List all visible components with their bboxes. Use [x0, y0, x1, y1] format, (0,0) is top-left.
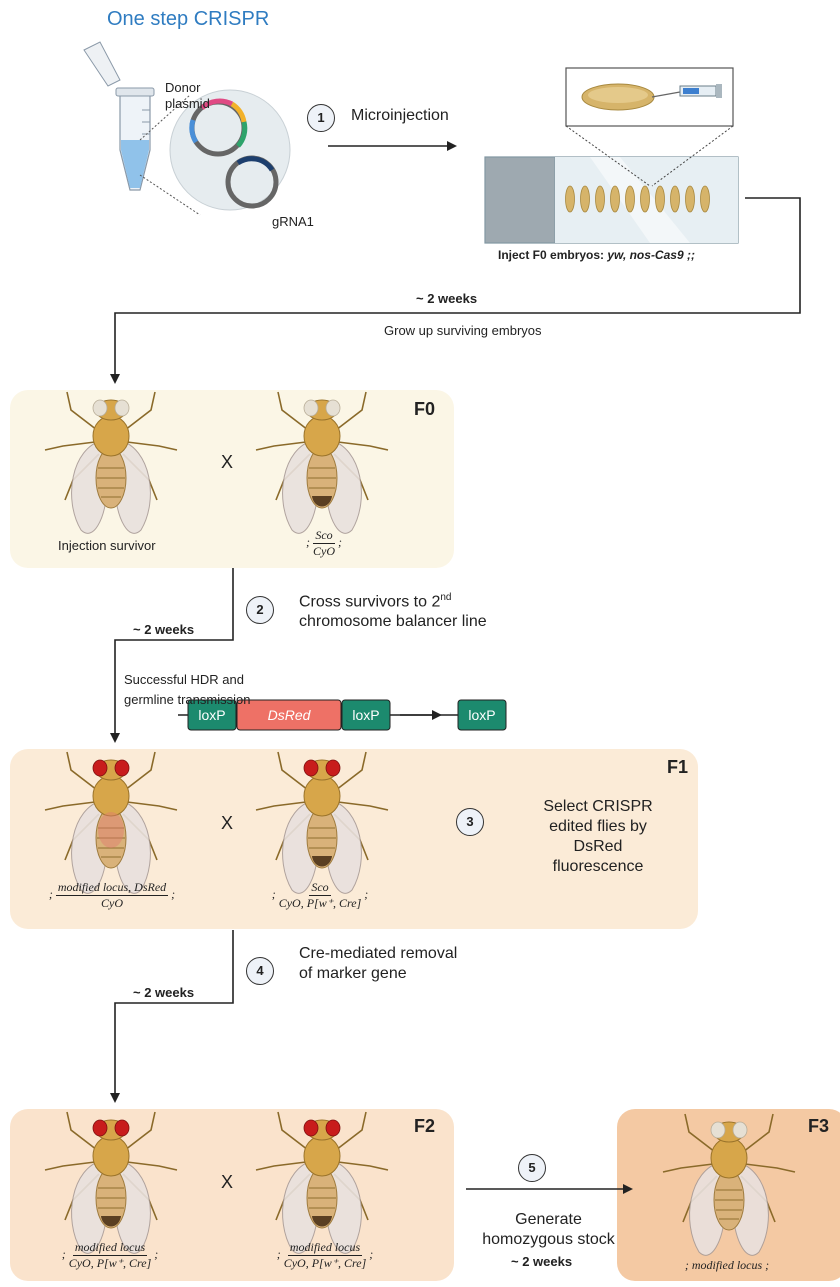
step-3-marker: 3 [456, 808, 484, 836]
donor-plasmid-label: Donor plasmid [165, 80, 210, 112]
donor-label-line2: plasmid [165, 96, 210, 111]
plasmid-circle-icon [169, 89, 291, 211]
step-3-text-line3: DsRed fluorescence [552, 838, 644, 875]
step-2-sup: nd [440, 592, 452, 603]
step-3-text: Select CRISPR edited flies by DsRed fluo… [528, 797, 668, 877]
f1-right-numerator: Sco [309, 880, 331, 896]
f1-left-denominator: CyO [100, 896, 123, 910]
f0-label: F0 [414, 399, 436, 419]
step-2-text-line2: chromosome balancer line [299, 613, 487, 631]
f2-cross-x: X [221, 1172, 234, 1192]
step-2-marker: 2 [246, 596, 274, 624]
fly-f0-left-icon [44, 391, 178, 535]
diagram-title: One step CRISPR [107, 8, 270, 30]
f2-right-genotype: ; modified locus CyO, P[w⁺, Cre] ; [265, 1240, 385, 1271]
step-1-marker: 1 [307, 104, 335, 132]
f0-cross-x: X [221, 452, 234, 472]
f2-left-genotype: ; modified locus CyO, P[w⁺, Cre] ; [30, 1240, 190, 1271]
step-2-text-line1: Cross survivors to 2 [299, 593, 441, 611]
injection-slide-icon [484, 156, 739, 244]
fly-f1-right-icon [255, 751, 389, 895]
f0-right-genotype: ; Sco CyO ; [279, 528, 369, 559]
inject-caption-prefix: Inject F0 embryos: [498, 248, 608, 262]
step-3-text-line2: edited flies by [549, 818, 647, 835]
fly-f2-left-icon [44, 1111, 178, 1255]
f0-f1-weeks-label: ~ 2 weeks [133, 622, 195, 637]
loxp-label-3: loxP [468, 707, 495, 723]
step-4-text: Cre-mediated removal of marker gene [299, 944, 457, 984]
hdr-note-line1: Successful HDR and [124, 672, 244, 687]
step-4-text-line1: Cre-mediated removal [299, 945, 458, 962]
f2-right-numerator: modified locus [287, 1240, 363, 1256]
f1-left-sep-b: ; [171, 887, 176, 901]
f2-f3-weeks-label: ~ 2 weeks [511, 1254, 573, 1269]
f3-label: F3 [808, 1116, 830, 1136]
f0-left-caption: Injection survivor [58, 538, 156, 553]
inject-caption-genotype: yw, nos-Cas9 ;; [607, 248, 695, 262]
f2-label: F2 [414, 1116, 436, 1136]
f1-label: F1 [667, 757, 689, 777]
f2-right-sep-b: ; [369, 1247, 374, 1261]
f1-right-sep-a: ; [271, 887, 276, 901]
f0-right-denominator: CyO [313, 544, 335, 558]
f3-caption: ; modified locus ; [684, 1258, 770, 1272]
f0-right-pre: ; [306, 535, 310, 549]
f2-right-sep-a: ; [276, 1247, 281, 1261]
fly-f0-right-icon [255, 391, 389, 535]
step-2-text: Cross survivors to 2nd chromosome balanc… [299, 588, 487, 632]
microcentrifuge-tube-icon [83, 41, 155, 191]
inject-caption: Inject F0 embryos: yw, nos-Cas9 ;; [498, 248, 695, 262]
hdr-note-line2: germline transmission [124, 692, 251, 707]
f2-left-denominator: CyO, P[w⁺, Cre] [68, 1256, 152, 1270]
f0-right-numerator: Sco [313, 528, 335, 544]
hdr-note: Successful HDR and germline transmission [124, 670, 250, 710]
f1-left-numerator: modified locus, DsRed [55, 880, 169, 896]
f2-left-sep-a: ; [61, 1247, 66, 1261]
f1-right-denominator: CyO, P[w⁺, Cre] [278, 896, 362, 910]
fly-f1-left-icon [44, 751, 178, 895]
grow-text: Grow up surviving embryos [384, 323, 542, 338]
donor-label-line1: Donor [165, 80, 201, 95]
step-5-text-line2: homozygous stock [482, 1231, 615, 1248]
step-1-text: Microinjection [351, 107, 449, 124]
f1-cross-x: X [221, 813, 234, 833]
loxp-label-2: loxP [352, 707, 379, 723]
f1-f2-weeks-label: ~ 2 weeks [133, 985, 195, 1000]
step-5-text: Generate homozygous stock [466, 1210, 631, 1250]
loxp-label-1: loxP [198, 707, 225, 723]
top-weeks-label: ~ 2 weeks [416, 291, 478, 306]
step-3-text-line1: Select CRISPR [543, 798, 653, 815]
f1-left-genotype: ; modified locus, DsRed CyO ; [22, 880, 202, 911]
step-4-marker: 4 [246, 957, 274, 985]
f2-left-numerator: modified locus [72, 1240, 148, 1256]
f1-right-genotype: ; Sco CyO, P[w⁺, Cre] ; [260, 880, 380, 911]
dsred-gene-label: DsRed [268, 707, 312, 723]
step-4-text-line2: of marker gene [299, 965, 407, 982]
f2-right-denominator: CyO, P[w⁺, Cre] [283, 1256, 367, 1270]
step-5-marker: 5 [518, 1154, 546, 1182]
step-5-text-line1: Generate [515, 1211, 582, 1228]
grna-label: gRNA1 [272, 214, 314, 229]
f2-left-sep-b: ; [154, 1247, 159, 1261]
embryo-zoom-icon [565, 67, 734, 127]
fly-f2-right-icon [255, 1111, 389, 1255]
fly-f3-icon [662, 1113, 796, 1257]
f1-left-sep-a: ; [48, 887, 53, 901]
loxp-construct [178, 699, 507, 731]
f1-right-sep-b: ; [364, 887, 369, 901]
f0-right-post: ; [338, 535, 342, 549]
